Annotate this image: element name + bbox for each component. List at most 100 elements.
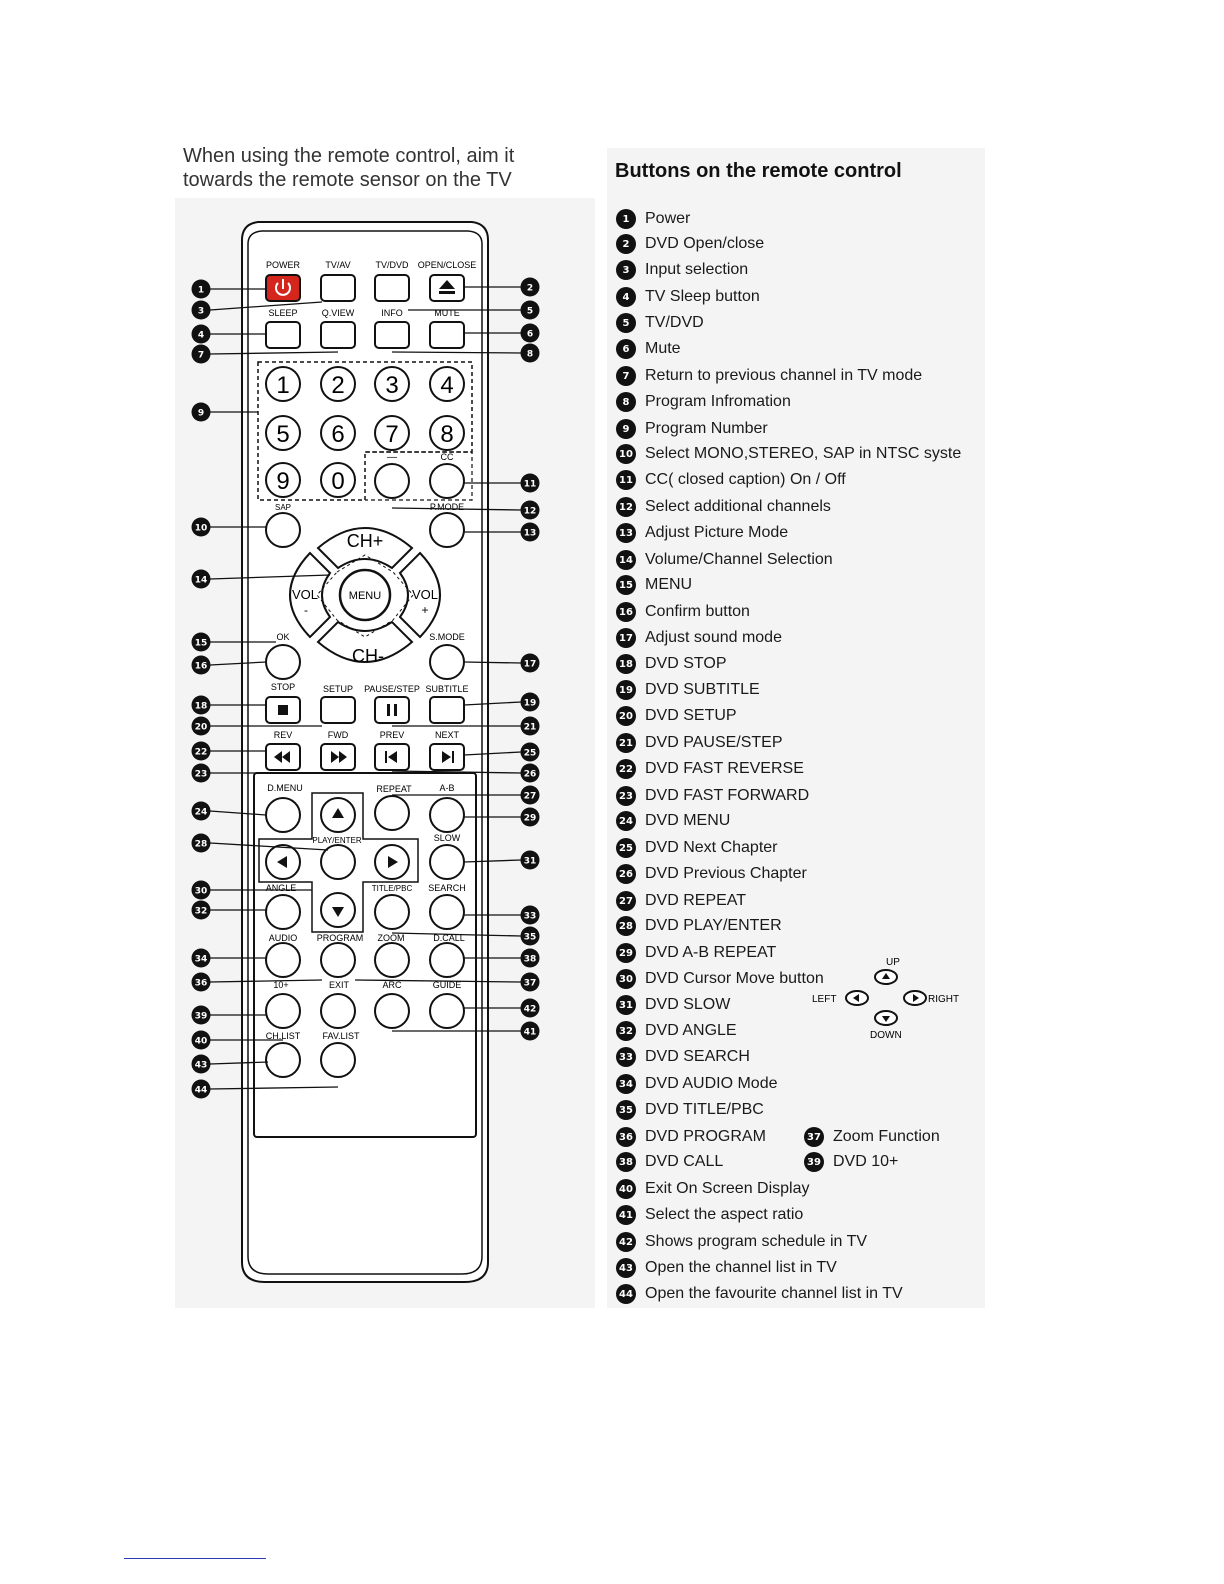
setup-button[interactable] — [320, 696, 356, 724]
cc-button[interactable] — [429, 463, 465, 499]
fav-list-button[interactable] — [320, 1042, 356, 1078]
slow-button[interactable] — [429, 844, 465, 880]
program-label: PROGRAM — [317, 933, 364, 943]
number-badge: 22 — [616, 759, 636, 779]
menu-button[interactable] — [338, 568, 392, 622]
callout-badge — [520, 807, 540, 827]
ok-button[interactable] — [265, 644, 301, 680]
legend-item-text: DVD PROGRAM — [645, 1128, 766, 1145]
digit-label: 2 — [331, 372, 344, 399]
mute-button[interactable] — [429, 321, 465, 349]
digit-button-5[interactable] — [265, 415, 301, 451]
legend-item-text: Power — [645, 210, 691, 227]
ten-plus-button[interactable] — [265, 993, 301, 1029]
instruction-line-2: towards the remote sensor on the TV — [183, 169, 512, 191]
number-badge: 14 — [616, 550, 636, 570]
smode-label: S.MODE — [429, 632, 465, 642]
callout-badge — [191, 900, 211, 920]
digit-button-9[interactable] — [265, 462, 301, 498]
number-badge: 16 — [616, 602, 636, 622]
pmode-button[interactable] — [429, 512, 465, 548]
ch-list-button[interactable] — [265, 1042, 301, 1078]
number-badge: 17 — [616, 628, 636, 648]
title-pbc-button[interactable] — [374, 894, 410, 930]
digit-button-2[interactable] — [320, 366, 356, 402]
angle-button[interactable] — [265, 894, 301, 930]
callout-badge — [191, 632, 211, 652]
callout-badge — [191, 716, 211, 736]
ch-plus-button[interactable] — [316, 527, 414, 570]
callout-number: 5 — [527, 307, 533, 317]
callout-badge — [520, 522, 540, 542]
digit-button-7[interactable] — [374, 415, 410, 451]
digit-label: 1 — [276, 372, 289, 399]
digit-button-6[interactable] — [320, 415, 356, 451]
play-enter-button[interactable] — [320, 844, 356, 880]
number-badge: 27 — [616, 891, 636, 911]
digit-button-1[interactable] — [265, 366, 301, 402]
legend-item-text: DVD STOP — [645, 655, 727, 672]
callout-badge — [191, 1005, 211, 1025]
vol-plus-button[interactable] — [398, 551, 441, 639]
callout-badge — [191, 972, 211, 992]
pause-step-button[interactable] — [374, 696, 410, 724]
ab-label: A-B — [439, 783, 454, 793]
sap-button[interactable] — [265, 512, 301, 548]
digit-button-4[interactable] — [429, 366, 465, 402]
callout-badge — [520, 343, 540, 363]
zoom-button[interactable] — [374, 942, 410, 978]
search-button[interactable] — [429, 894, 465, 930]
arc-button[interactable] — [374, 993, 410, 1029]
digit-button-0[interactable] — [320, 462, 356, 498]
callout-number: 17 — [524, 660, 537, 670]
legend-item-text: MENU — [645, 576, 693, 593]
callout-badge — [520, 323, 540, 343]
callout-badge — [191, 300, 211, 320]
legend-item-text: DVD A-B REPEAT — [645, 944, 777, 961]
exit-button[interactable] — [320, 993, 356, 1029]
dcall-button[interactable] — [429, 942, 465, 978]
dcall-label: D.CALL — [433, 933, 465, 943]
digit-button-8[interactable] — [429, 415, 465, 451]
repeat-button[interactable] — [374, 795, 410, 831]
ab-button[interactable] — [429, 797, 465, 833]
guide-button[interactable] — [429, 993, 465, 1029]
row2-label: Q.VIEW — [322, 308, 355, 318]
callout-badge — [520, 716, 540, 736]
top-row-label: POWER — [266, 260, 301, 270]
tv-av-button[interactable] — [320, 274, 356, 302]
vol-minus-button[interactable] — [289, 551, 332, 639]
subtitle-button[interactable] — [429, 696, 465, 724]
number-badge: 44 — [616, 1284, 636, 1304]
callout-badge — [191, 655, 211, 675]
smode-button[interactable] — [429, 644, 465, 680]
callout-badge — [520, 500, 540, 520]
number-badge: 12 — [616, 497, 636, 517]
dmenu-button[interactable] — [265, 797, 301, 833]
legend-item-text: DVD Cursor Move button — [645, 970, 824, 987]
number-badge: 28 — [616, 916, 636, 936]
dash-button[interactable] — [374, 463, 410, 499]
callout-number: 10 — [195, 524, 208, 534]
callout-number: 26 — [524, 770, 537, 780]
program-button[interactable] — [320, 942, 356, 978]
audio-button[interactable] — [265, 942, 301, 978]
tv-dvd-button[interactable] — [374, 274, 410, 302]
legend-item-text: Adjust sound mode — [645, 629, 782, 646]
qview-button[interactable] — [320, 321, 356, 349]
callout-badge — [520, 1021, 540, 1041]
digit-label: 0 — [331, 468, 344, 495]
sleep-button[interactable] — [265, 321, 301, 349]
info-button[interactable] — [374, 321, 410, 349]
digit-button-3[interactable] — [374, 366, 410, 402]
number-badge: 21 — [616, 733, 636, 753]
callout-badge — [191, 324, 211, 344]
legend-item-text: TV Sleep button — [645, 288, 760, 305]
